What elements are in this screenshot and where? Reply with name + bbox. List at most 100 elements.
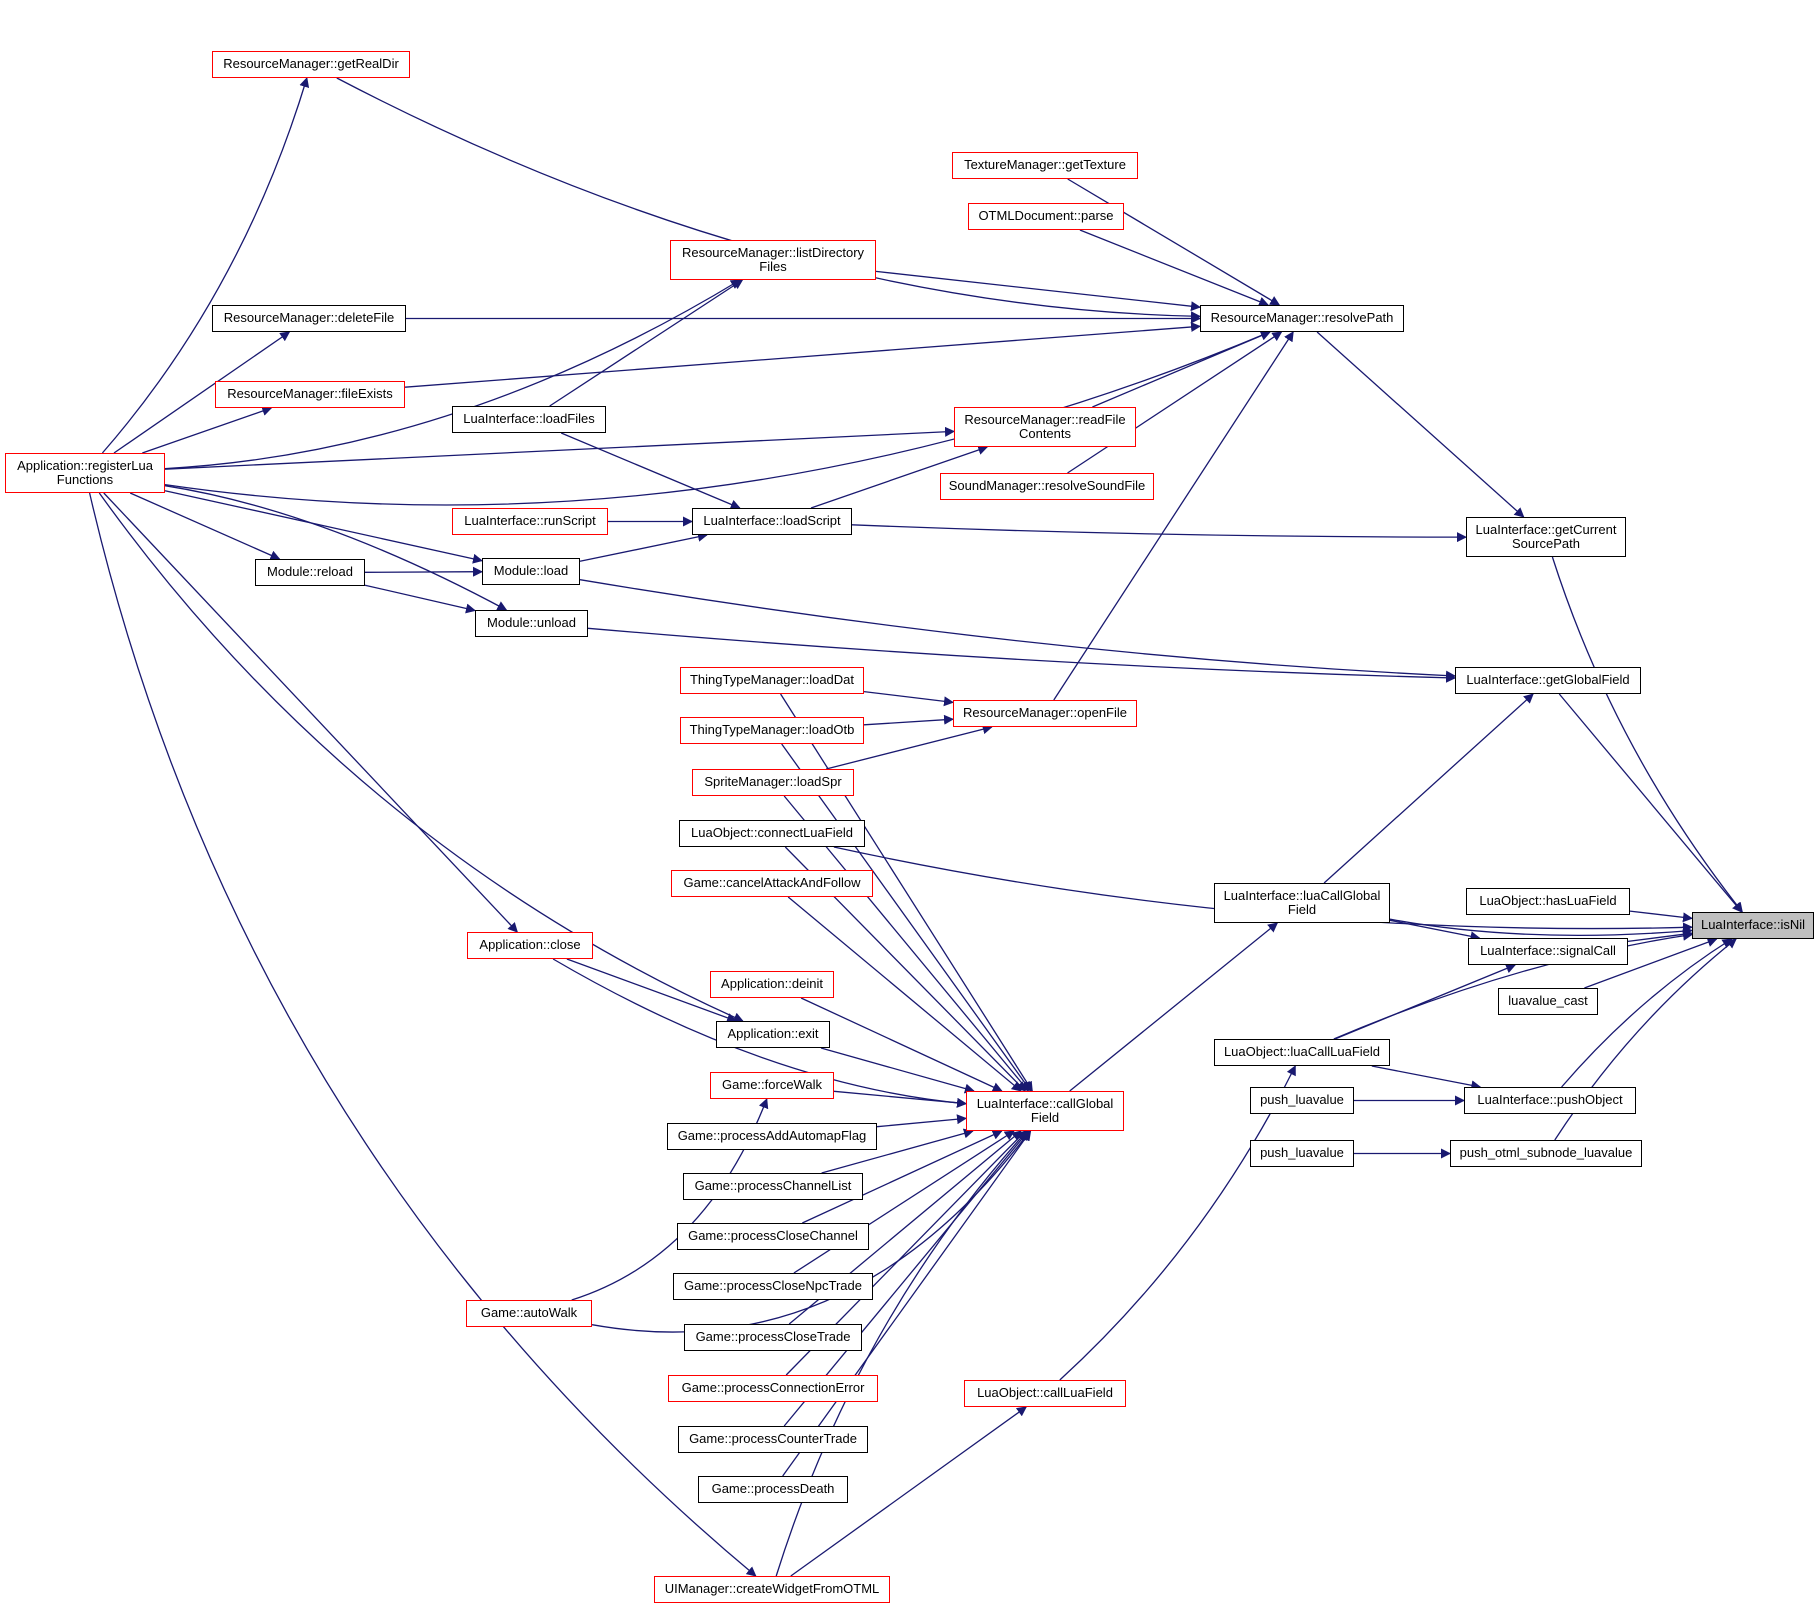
edge-resolvePath-to-getRealDir xyxy=(336,77,1201,322)
node-resolve-sound-file[interactable]: SoundManager::resolveSoundFile xyxy=(940,473,1154,500)
node-process-death[interactable]: Game::processDeath xyxy=(698,1476,848,1503)
node-process-close-channel[interactable]: Game::processCloseChannel xyxy=(677,1223,869,1250)
node-push-object[interactable]: LuaInterface::pushObject xyxy=(1464,1087,1636,1114)
edge-loadScript-to-loadFiles xyxy=(560,432,741,510)
edge-isNil-to-luavalueCast xyxy=(1584,937,1718,989)
edge-readFileContents-to-registerLuaFunctions xyxy=(164,426,955,470)
edge-callGlobalField-to-appExit xyxy=(820,1047,975,1094)
edge-moduleUnload-to-registerLuaFunctions xyxy=(164,485,508,611)
edge-isNil-to-luaCallGlobalField xyxy=(1389,918,1693,937)
node-connect-lua-field[interactable]: LuaObject::connectLuaField xyxy=(679,820,865,847)
edge-moduleUnload-to-moduleReload xyxy=(364,584,476,614)
node-file-exists[interactable]: ResourceManager::fileExists xyxy=(215,381,405,408)
node-open-file[interactable]: ResourceManager::openFile xyxy=(953,700,1137,727)
edge-readFileContents-to-loadScript xyxy=(810,445,989,509)
edge-callGlobalField-to-createWidgetFromOTML xyxy=(775,1130,1028,1577)
node-process-channel-list[interactable]: Game::processChannelList xyxy=(683,1173,863,1200)
edge-callGlobalField-to-loadDat xyxy=(780,693,1033,1092)
node-push-luavalue1[interactable]: push_luavalue xyxy=(1250,1087,1354,1114)
edge-fileExists-to-registerLuaFunctions xyxy=(142,406,273,454)
node-process-counter-trade[interactable]: Game::processCounterTrade xyxy=(678,1426,868,1453)
edge-isNil-to-luaCallLuaField xyxy=(1333,930,1693,1040)
edge-openFile-to-loadOtb xyxy=(863,714,954,726)
node-otml-parse[interactable]: OTMLDocument::parse xyxy=(968,203,1124,230)
node-cancel-attack-and-follow[interactable]: Game::cancelAttackAndFollow xyxy=(671,870,873,897)
node-call-global-field[interactable]: LuaInterface::callGlobal Field xyxy=(966,1091,1124,1131)
node-auto-walk[interactable]: Game::autoWalk xyxy=(466,1300,592,1327)
node-luavalue-cast[interactable]: luavalue_cast xyxy=(1498,988,1598,1015)
edge-resolvePath-to-otmlParse xyxy=(1079,229,1270,307)
node-call-lua-field[interactable]: LuaObject::callLuaField xyxy=(964,1380,1126,1407)
edge-resolvePath-to-listDirectoryFiles xyxy=(875,270,1201,312)
edge-callGlobalField-to-appDeinit xyxy=(800,997,1003,1092)
node-push-otml-subnode[interactable]: push_otml_subnode_luavalue xyxy=(1450,1140,1642,1167)
edge-isNil-to-pushObject xyxy=(1561,938,1733,1088)
edge-openFile-to-loadDat xyxy=(863,690,954,707)
edge-resolvePath-to-fileExists xyxy=(404,322,1201,388)
node-get-current-source-path[interactable]: LuaInterface::getCurrent SourcePath xyxy=(1466,517,1626,557)
edge-luaCallGlobalField-to-callGlobalField xyxy=(1069,922,1279,1092)
edge-getRealDir-to-registerLuaFunctions xyxy=(101,77,310,454)
edge-callGlobalField-to-processAddAutomapFlag xyxy=(876,1114,967,1128)
edge-callGlobalField-to-appClose xyxy=(552,958,967,1108)
node-read-file-contents[interactable]: ResourceManager::readFile Contents xyxy=(954,407,1136,447)
edge-moduleReload-to-registerLuaFunctions xyxy=(129,492,281,560)
node-process-close-trade[interactable]: Game::processCloseTrade xyxy=(684,1324,862,1351)
node-get-real-dir[interactable]: ResourceManager::getRealDir xyxy=(212,51,410,78)
node-resolve-path[interactable]: ResourceManager::resolvePath xyxy=(1200,305,1404,332)
node-app-deinit[interactable]: Application::deinit xyxy=(710,971,834,998)
edge-loadScript-to-moduleLoad xyxy=(579,531,708,562)
edge-getGlobalField-to-moduleLoad xyxy=(579,579,1456,681)
node-lua-call-lua-field[interactable]: LuaObject::luaCallLuaField xyxy=(1214,1039,1390,1066)
edge-callLuaField-to-createWidgetFromOTML xyxy=(790,1406,1028,1577)
node-app-exit[interactable]: Application::exit xyxy=(716,1021,830,1048)
node-app-close[interactable]: Application::close xyxy=(467,932,593,959)
node-load-dat[interactable]: ThingTypeManager::loadDat xyxy=(680,667,864,694)
edge-isNil-to-getGlobalField xyxy=(1558,693,1743,913)
edge-pushObject-to-luaCallLuaField xyxy=(1371,1065,1482,1091)
node-load-script[interactable]: LuaInterface::loadScript xyxy=(692,508,852,535)
edge-isNil-to-hasLuaField xyxy=(1629,910,1693,923)
node-push-luavalue2[interactable]: push_luavalue xyxy=(1250,1140,1354,1167)
node-has-lua-field[interactable]: LuaObject::hasLuaField xyxy=(1466,888,1630,915)
node-module-reload[interactable]: Module::reload xyxy=(255,559,365,586)
node-signal-call[interactable]: LuaInterface::signalCall xyxy=(1468,938,1628,965)
edge-resolvePath-to-readFileContents xyxy=(1092,330,1271,408)
edge-deleteFile-to-registerLuaFunctions xyxy=(113,331,291,454)
node-force-walk[interactable]: Game::forceWalk xyxy=(710,1072,834,1099)
edge-resolvePath-to-openFile xyxy=(1053,331,1294,701)
edge-getGlobalField-to-luaCallGlobalField xyxy=(1323,693,1534,884)
edge-getCurrentSourcePath-to-resolvePath xyxy=(1316,331,1525,518)
node-process-connection-error[interactable]: Game::processConnectionError xyxy=(668,1375,878,1402)
node-list-directory-files[interactable]: ResourceManager::listDirectory Files xyxy=(670,240,876,280)
node-create-widget-from-otml[interactable]: UIManager::createWidgetFromOTML xyxy=(654,1576,890,1603)
edge-callGlobalField-to-processCloseChannel xyxy=(802,1130,1003,1224)
node-get-texture[interactable]: TextureManager::getTexture xyxy=(952,152,1138,179)
edge-signalCall-to-luaCallGlobalField xyxy=(1389,919,1481,942)
edge-listDirectoryFiles-to-loadFiles xyxy=(549,279,744,407)
edge-createWidgetFromOTML-to-registerLuaFunctions xyxy=(88,492,757,1577)
edge-appClose-to-registerLuaFunctions xyxy=(103,492,518,933)
edge-resolvePath-to-getTexture xyxy=(1067,178,1281,306)
node-process-close-npc-trade[interactable]: Game::processCloseNpcTrade xyxy=(673,1273,873,1300)
node-run-script[interactable]: LuaInterface::runScript xyxy=(452,508,608,535)
node-process-add-automap-flag[interactable]: Game::processAddAutomapFlag xyxy=(667,1123,877,1150)
node-load-spr[interactable]: SpriteManager::loadSpr xyxy=(692,769,854,796)
edge-isNil-to-getCurrentSourcePath xyxy=(1551,556,1743,913)
node-load-otb[interactable]: ThingTypeManager::loadOtb xyxy=(680,717,864,744)
edge-getCurrentSourcePath-to-loadScript xyxy=(851,524,1467,543)
edge-callGlobalField-to-forceWalk xyxy=(833,1090,967,1108)
node-is-nil[interactable]: LuaInterface::isNil xyxy=(1692,912,1814,939)
node-register-lua-functions[interactable]: Application::registerLua Functions xyxy=(5,453,165,493)
node-delete-file[interactable]: ResourceManager::deleteFile xyxy=(212,305,406,332)
edge-moduleLoad-to-moduleReload xyxy=(364,566,483,577)
node-module-load[interactable]: Module::load xyxy=(482,558,580,585)
node-get-global-field[interactable]: LuaInterface::getGlobalField xyxy=(1455,667,1641,694)
edge-openFile-to-loadSpr xyxy=(826,724,993,770)
edge-resolvePath-to-resolveSoundFile xyxy=(1067,331,1283,474)
node-load-files[interactable]: LuaInterface::loadFiles xyxy=(452,406,606,433)
edge-callGlobalField-to-processChannelList xyxy=(821,1128,974,1174)
node-module-unload[interactable]: Module::unload xyxy=(475,610,588,637)
node-lua-call-global-field[interactable]: LuaInterface::luaCallGlobal Field xyxy=(1214,883,1390,923)
